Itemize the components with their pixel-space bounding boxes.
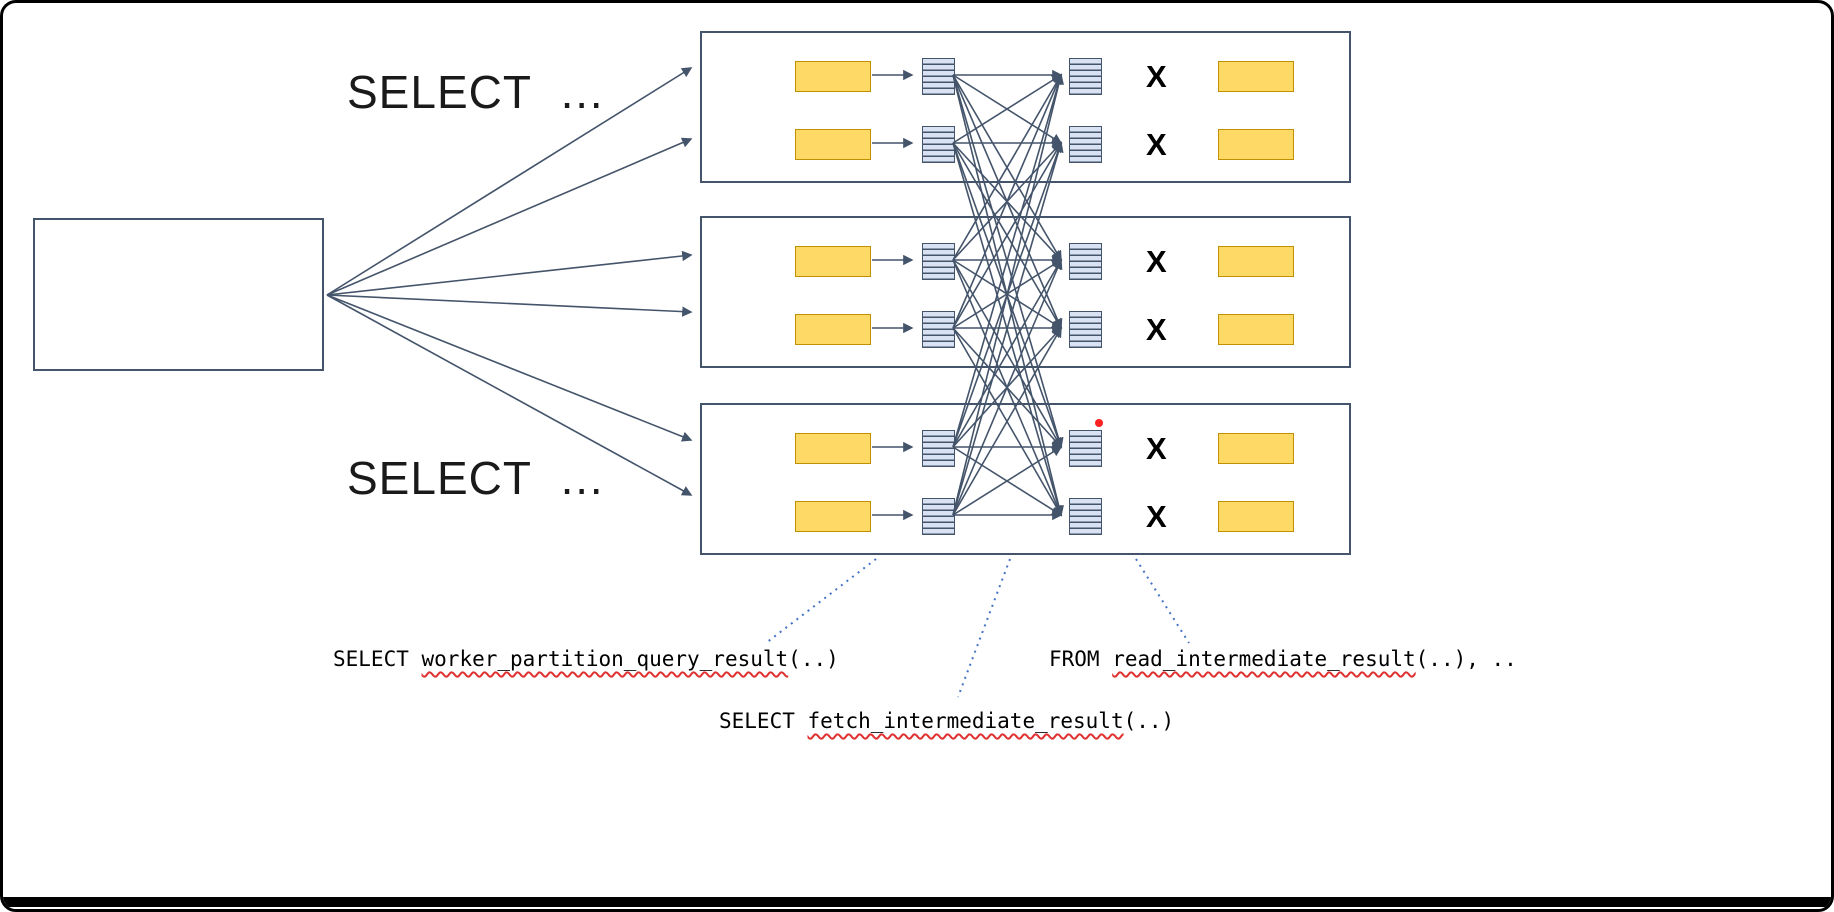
red-marker-dot bbox=[1095, 419, 1103, 427]
select-query-label-top: SELECT … bbox=[347, 66, 606, 118]
coordinator-box bbox=[33, 218, 324, 371]
sql-keyword: SELECT bbox=[719, 709, 808, 733]
join-x-mark: X bbox=[1146, 127, 1167, 162]
worker-1-row-2: X bbox=[702, 125, 1349, 165]
annotation-read-intermediate: FROM read_intermediate_result(..), .. bbox=[1049, 647, 1517, 671]
query-task-box bbox=[795, 129, 871, 160]
partition-fragment-icon bbox=[922, 430, 955, 467]
worker-3-row-1: X bbox=[702, 429, 1349, 469]
function-name: read_intermediate_result bbox=[1112, 647, 1416, 671]
sql-keyword: SELECT bbox=[333, 647, 422, 671]
partition-fragment-icon bbox=[922, 311, 955, 348]
join-x-mark: X bbox=[1146, 312, 1167, 347]
query-task-box bbox=[795, 433, 871, 464]
function-args: (..), .. bbox=[1415, 647, 1517, 671]
join-x-mark: X bbox=[1146, 244, 1167, 279]
intermediate-result-icon bbox=[1069, 430, 1102, 467]
result-task-box bbox=[1218, 61, 1294, 92]
callout-dotted-lines bbox=[765, 558, 1190, 698]
function-args: (..) bbox=[788, 647, 839, 671]
intermediate-result-icon bbox=[1069, 243, 1102, 280]
result-task-box bbox=[1218, 129, 1294, 160]
annotation-partition-query: SELECT worker_partition_query_result(..) bbox=[333, 647, 839, 671]
worker-node-2: X X bbox=[700, 216, 1351, 368]
partition-fragment-icon bbox=[922, 498, 955, 535]
sql-keyword: FROM bbox=[1049, 647, 1113, 671]
partition-fragment-icon bbox=[922, 243, 955, 280]
result-task-box bbox=[1218, 314, 1294, 345]
dotted-line-fetch bbox=[957, 558, 1011, 698]
worker-node-1: X X bbox=[700, 31, 1351, 183]
join-x-mark: X bbox=[1146, 499, 1167, 534]
partition-fragment-icon bbox=[922, 126, 955, 163]
dotted-line-read bbox=[1135, 558, 1190, 644]
function-args: (..) bbox=[1123, 709, 1175, 733]
result-task-box bbox=[1218, 501, 1294, 532]
intermediate-result-icon bbox=[1069, 126, 1102, 163]
dotted-line-partition bbox=[765, 558, 877, 644]
function-name: worker_partition_query_result bbox=[421, 647, 789, 671]
annotation-fetch-intermediate: SELECT fetch_intermediate_result(..) bbox=[719, 709, 1174, 733]
query-task-box bbox=[795, 314, 871, 345]
worker-1-row-1: X bbox=[702, 57, 1349, 97]
query-task-box bbox=[795, 61, 871, 92]
worker-2-row-1: X bbox=[702, 242, 1349, 282]
query-task-box bbox=[795, 246, 871, 277]
intermediate-result-icon bbox=[1069, 498, 1102, 535]
worker-3-row-2: X bbox=[702, 497, 1349, 537]
select-query-label-bottom: SELECT … bbox=[347, 452, 606, 504]
join-x-mark: X bbox=[1146, 59, 1167, 94]
join-x-mark: X bbox=[1146, 431, 1167, 466]
result-task-box bbox=[1218, 246, 1294, 277]
result-task-box bbox=[1218, 433, 1294, 464]
worker-2-row-2: X bbox=[702, 310, 1349, 350]
intermediate-result-icon bbox=[1069, 58, 1102, 95]
query-task-box bbox=[795, 501, 871, 532]
intermediate-result-icon bbox=[1069, 311, 1102, 348]
partition-fragment-icon bbox=[922, 58, 955, 95]
function-name: fetch_intermediate_result bbox=[807, 709, 1124, 733]
worker-node-3: X X bbox=[700, 403, 1351, 555]
bottom-frame-bar bbox=[3, 897, 1831, 907]
